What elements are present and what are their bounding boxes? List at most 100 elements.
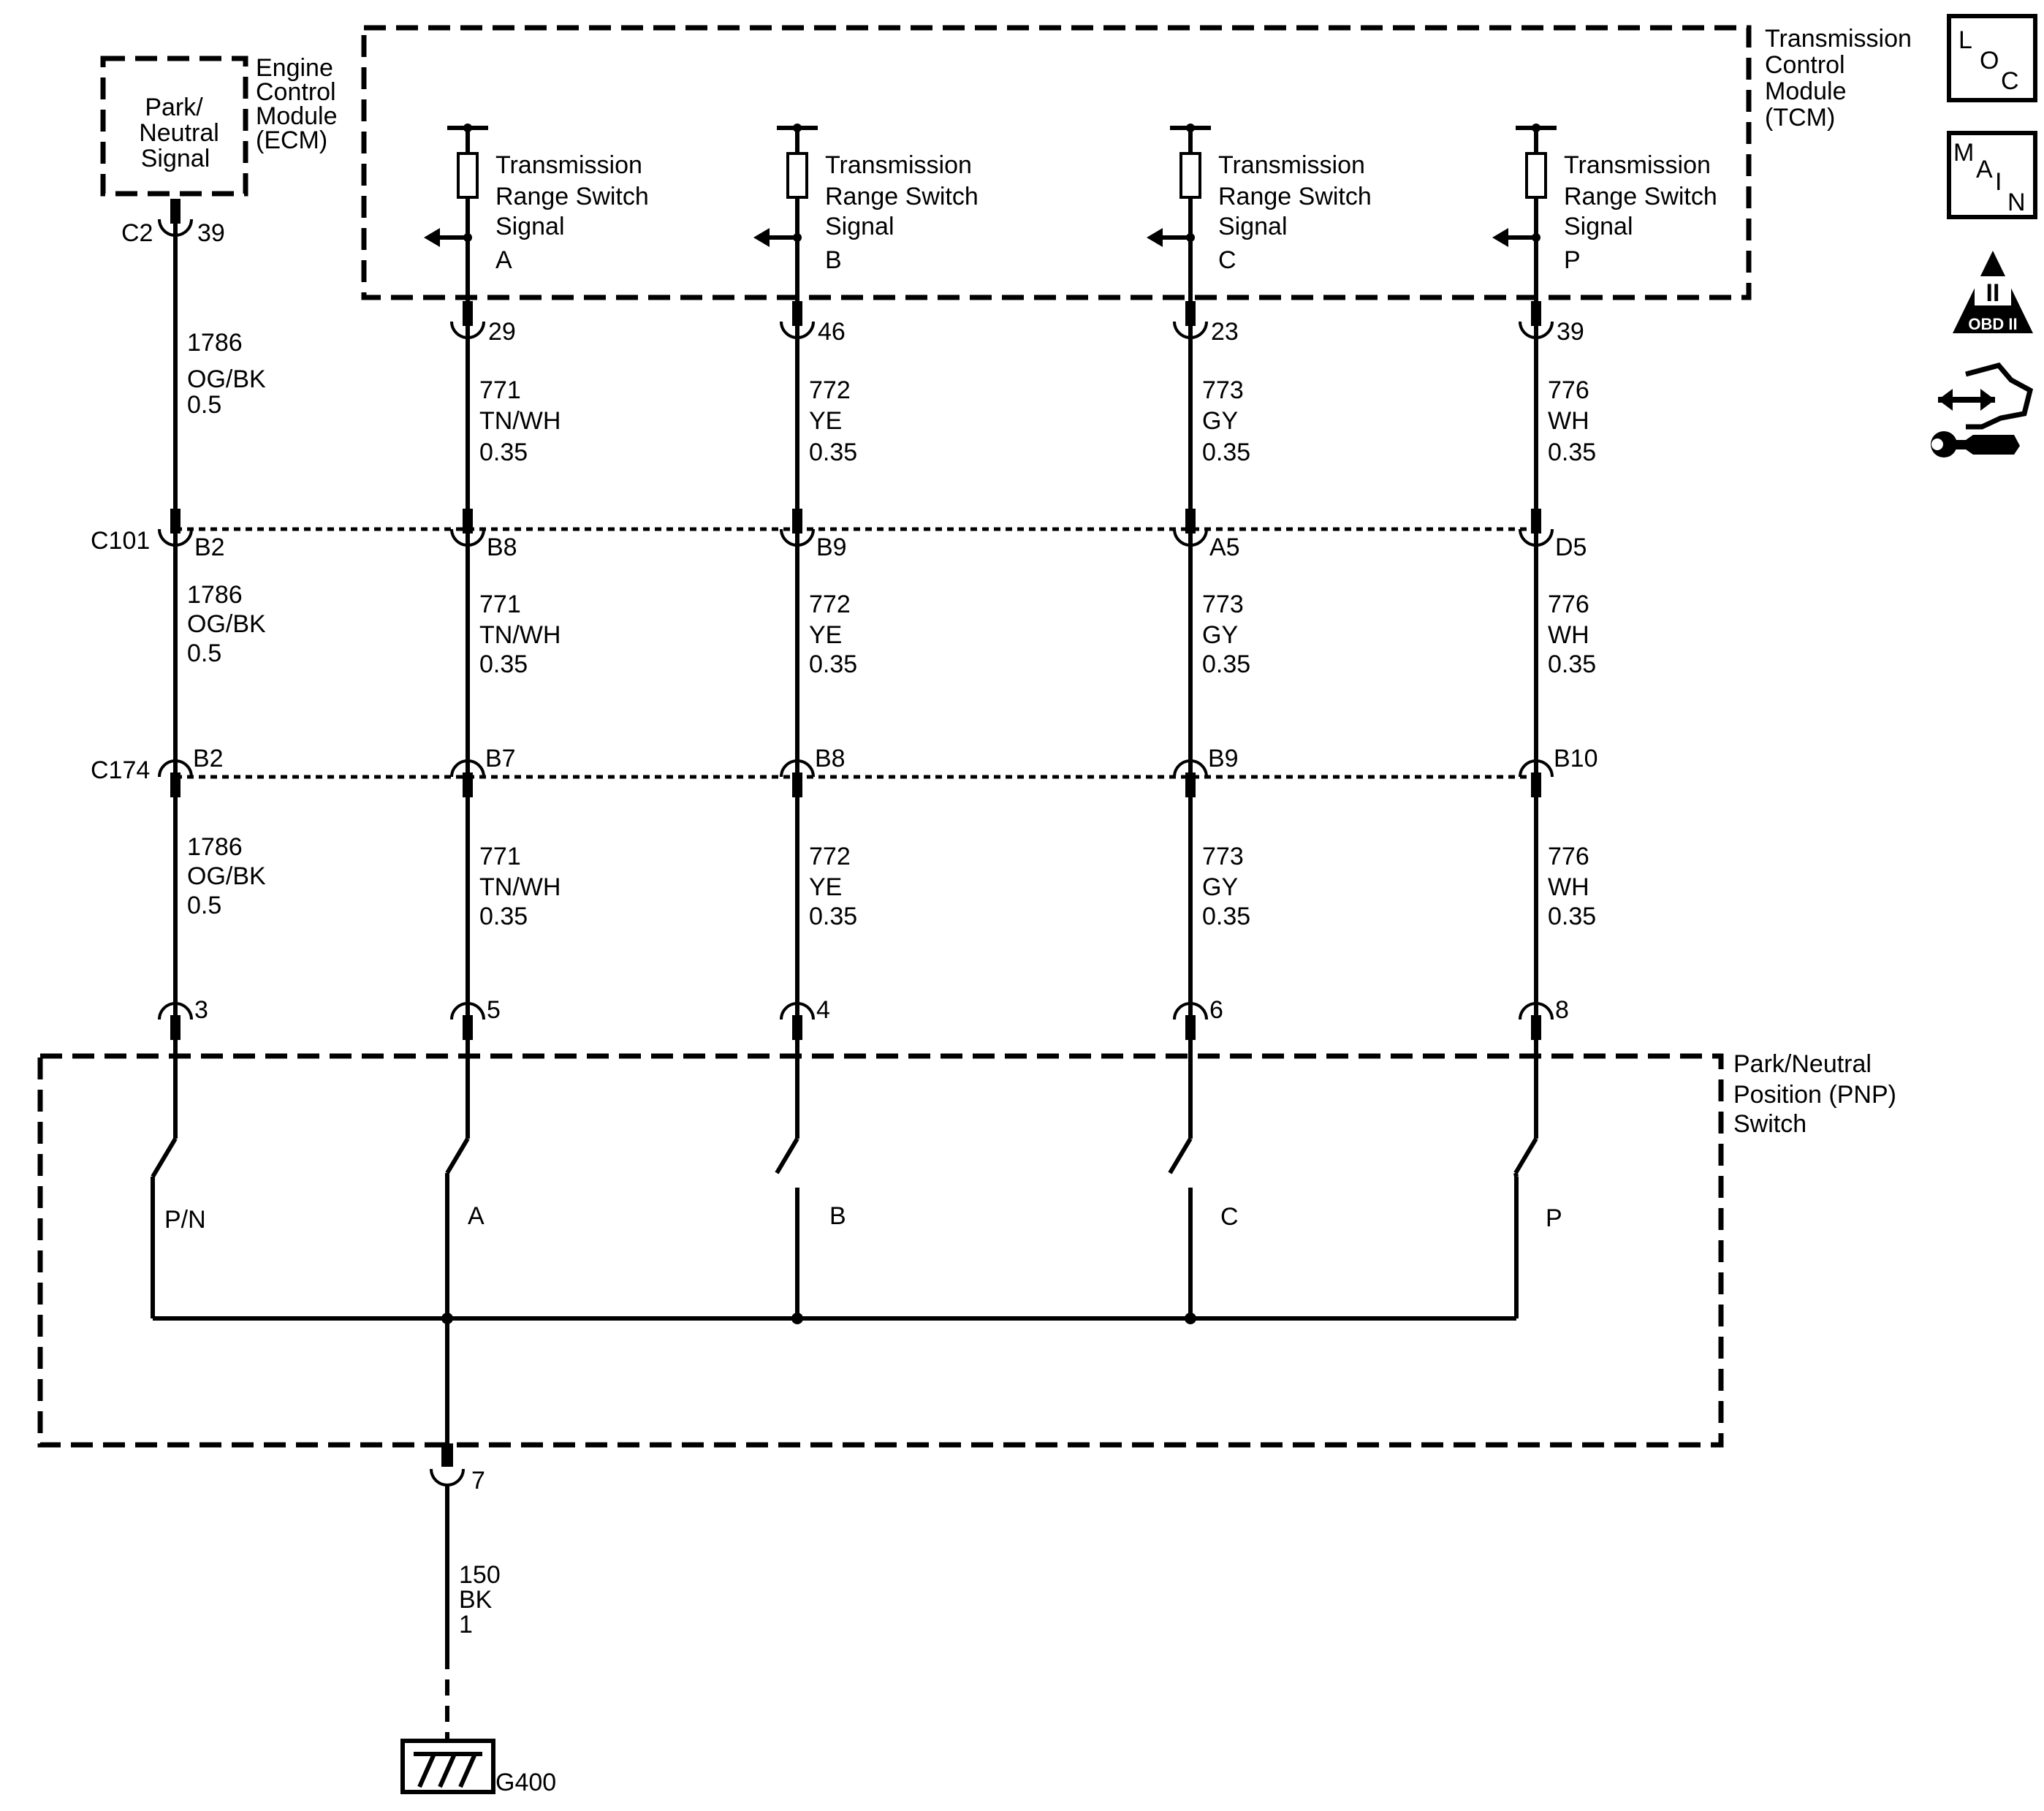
splice-b (791, 1313, 803, 1324)
wire-size-label: 0.35 (479, 903, 528, 930)
c174-connector-pin-cup (158, 759, 193, 778)
wire-circuit-label: 771 (479, 376, 521, 404)
wire-size-label: 0.35 (809, 650, 857, 678)
ground-symbol-icon: G400 (400, 1734, 556, 1796)
main-letter-i: I (1995, 168, 2002, 196)
tcm-signal-label-2: Range Switch (495, 183, 649, 210)
tcm-module: Transmission Control Module (TCM) (361, 25, 1912, 300)
wire-color-label: TN/WH (479, 873, 561, 901)
tcm-connector-4-pin-block (1531, 301, 1541, 326)
pnp-connector-pin-cup (158, 1002, 193, 1020)
tcm-signal-label-2: Range Switch (1564, 183, 1717, 210)
c101-connector-pin-cup (450, 528, 485, 547)
tcm-connector-4-cup (1519, 321, 1554, 339)
tcm-signal-letter-B: B (825, 246, 842, 274)
tcm-pin-29: 29 (488, 318, 516, 346)
c174-pin-label: B8 (815, 745, 846, 772)
pnp-name-2: Position (PNP) (1733, 1081, 1896, 1109)
c101-connector-pin-cup (1519, 528, 1554, 547)
ecm-box-label-3: Signal (141, 145, 210, 172)
main-icon[interactable]: M A I N (1947, 131, 2037, 219)
tcm-connector-3-pin-block (1185, 301, 1196, 326)
c101-connector-pin-cup (780, 528, 815, 547)
pnp-connector-pin-cup (450, 1002, 485, 1020)
wire-color-label: GY (1202, 621, 1238, 649)
pnp-name-3: Switch (1733, 1110, 1806, 1138)
wire-size-label: 0.35 (1202, 650, 1250, 678)
switch-blade (775, 1137, 799, 1174)
wire-size-label: 0.5 (187, 892, 221, 919)
wire-circuit-label: 773 (1202, 591, 1244, 618)
wire-color-label: WH (1548, 407, 1589, 435)
tcm-name-4: (TCM) (1765, 104, 1835, 132)
c101-connector-pin-cup (158, 528, 193, 547)
ecm-name-3: Module (256, 102, 338, 130)
tcm-box (361, 25, 1752, 300)
tcm-signal-letter-C: C (1218, 246, 1236, 274)
wire-color-label: OG/BK (187, 365, 266, 393)
wire-size-label: 0.35 (809, 903, 857, 930)
tcm-signal-label-3: Signal (1564, 213, 1633, 240)
tcm-signal-label-1: Transmission (1218, 151, 1365, 179)
c174-label: C174 (91, 756, 150, 784)
switch-blade (1513, 1137, 1538, 1174)
switch-contact (151, 1172, 157, 1178)
c101-label: C101 (91, 527, 150, 555)
tcm-signal-letter-A: A (495, 246, 512, 274)
c174-connector-pin-cup (1173, 759, 1208, 778)
wire-color-label: OG/BK (187, 610, 266, 638)
pnp-ground-bus (153, 1313, 1516, 1451)
wire-size-label: 0.5 (187, 391, 221, 419)
ecm-box-label-2: Neutral (139, 119, 219, 147)
loc-icon[interactable]: L O C (1947, 14, 2037, 102)
c101-pin-label: B9 (816, 534, 847, 561)
ecm-connector-pin-block (170, 199, 181, 224)
c174-connector-pin-cup (1519, 759, 1554, 778)
ground-label: G400 (495, 1769, 556, 1796)
pnp-connector-pin-pin-block (170, 1015, 181, 1040)
ecm-pin-label: 39 (197, 219, 225, 247)
pnp-connector-pin-pin-block (1185, 1015, 1196, 1040)
tcm-signal-label-2: Range Switch (1218, 183, 1372, 210)
switch-blade (1168, 1137, 1193, 1174)
tcm-connector-1-pin-block (463, 301, 473, 326)
wire-color-label: GY (1202, 407, 1238, 435)
wire-circuit-label: 773 (1202, 843, 1244, 870)
c101-pin-label: B8 (487, 534, 517, 561)
ground-pin-label: 7 (471, 1467, 485, 1495)
wire-circuit-label: 772 (809, 843, 851, 870)
diagnostic-wrench-icon[interactable] (1931, 362, 2034, 458)
obd-ii-icon[interactable]: II OBD II (1953, 251, 2033, 333)
tcm-sense-arrow-icon (1147, 228, 1163, 247)
ecm-module: Park/ Neutral Signal Engine Control Modu… (100, 54, 338, 247)
c174-pin-label: B10 (1554, 745, 1598, 772)
wire-circuit-label: 1786 (187, 329, 243, 357)
tcm-pin-39: 39 (1557, 318, 1584, 346)
wire-color-label: YE (809, 407, 842, 435)
pnp-connector-pin-pin-block (463, 1015, 473, 1040)
wire-color-label: WH (1548, 621, 1589, 649)
splice-c (1185, 1313, 1196, 1324)
ecm-name-2: Control (256, 78, 336, 106)
wire-size-label: 0.35 (1548, 650, 1596, 678)
wire-color-label: TN/WH (479, 407, 561, 435)
ground-wire-color: BK (459, 1586, 493, 1614)
obd-label: OBD II (1968, 315, 2017, 333)
wire-circuit-label: 771 (479, 843, 521, 870)
wire-circuit-label: 1786 (187, 833, 243, 861)
wire-circuit-label: 773 (1202, 376, 1244, 404)
wire-size-label: 0.35 (809, 438, 857, 466)
pnp-box (37, 1053, 1724, 1448)
pnp-pin-label: 5 (487, 996, 501, 1024)
pnp-switch: Park/Neutral Position (PNP) Switch (37, 1050, 1896, 1448)
wire-color-label: YE (809, 873, 842, 901)
loc-letter-c: C (2001, 67, 2019, 95)
tcm-sense-arrow-icon (424, 228, 440, 247)
ground-pin-block (441, 1443, 453, 1467)
wire-circuit-label: 1786 (187, 581, 243, 609)
pnp-contact-label-PN: P/N (164, 1206, 206, 1234)
c174-pin-label: B2 (193, 745, 224, 772)
c174-connector-pin-pin-block (792, 772, 802, 797)
pnp-connector-pin-cup (780, 1002, 815, 1020)
ecm-name-4: (ECM) (256, 126, 327, 154)
